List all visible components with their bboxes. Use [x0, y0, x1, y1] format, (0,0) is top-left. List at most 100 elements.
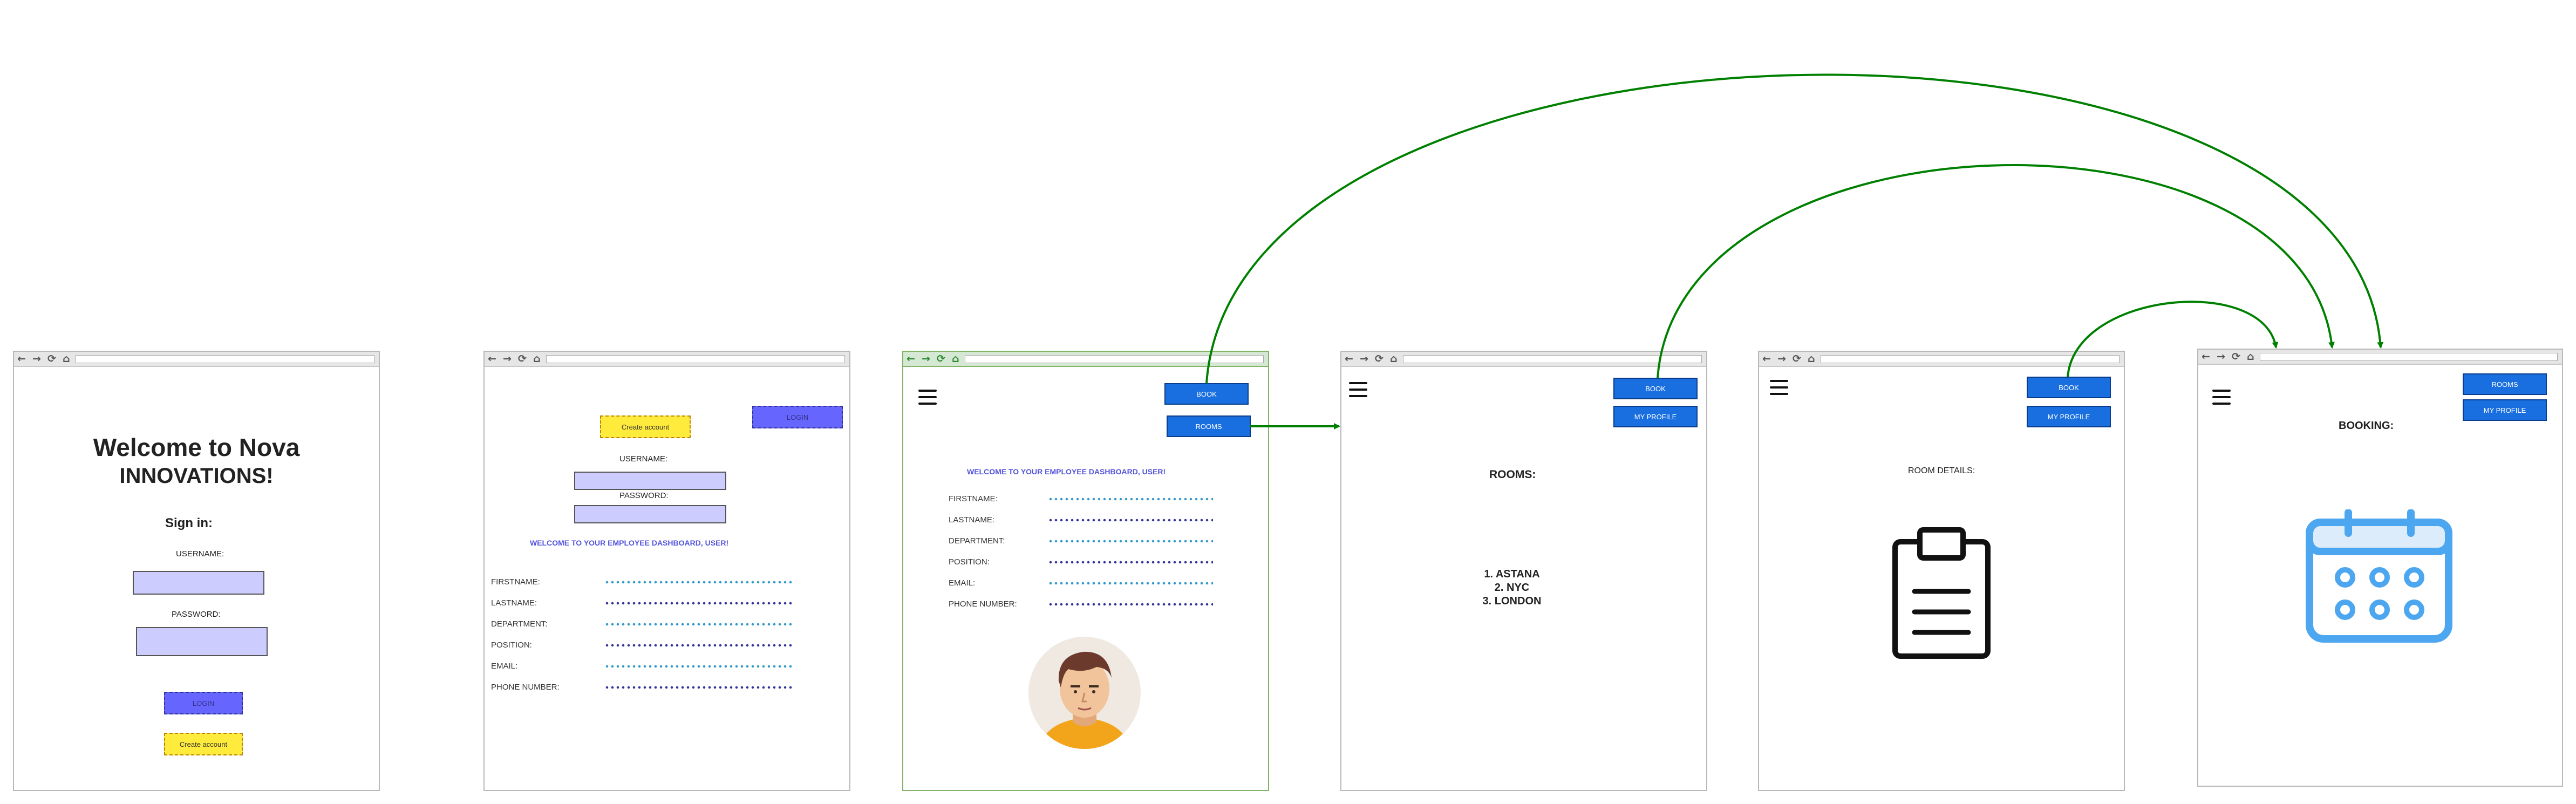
company-name: INNOVATIONS! [119, 464, 274, 488]
room-item[interactable]: 2. NYC [1494, 582, 1530, 594]
home-icon[interactable]: ⌂ [952, 353, 959, 365]
screen-register: ← → ⟳ ⌂ Create account LOGIN USERNAME: P… [483, 351, 850, 791]
rooms-heading: ROOMS: [1489, 468, 1536, 481]
room-item[interactable]: 3. LONDON [1482, 595, 1542, 607]
reload-icon[interactable]: ⟳ [1375, 353, 1384, 365]
home-icon[interactable]: ⌂ [63, 353, 70, 365]
field-label: PHONE NUMBER: [491, 683, 560, 692]
field-value-line [604, 686, 793, 689]
address-bar[interactable] [2260, 353, 2558, 361]
field-label: FIRSTNAME: [949, 494, 998, 503]
field-label: EMAIL: [949, 578, 976, 588]
user-avatar-icon [1028, 637, 1141, 749]
book-button[interactable]: BOOK [1164, 383, 1249, 405]
field-value-line [1048, 603, 1213, 606]
field-label: EMAIL: [491, 662, 518, 671]
field-value-line [604, 623, 793, 626]
book-button[interactable]: BOOK [1613, 378, 1698, 399]
my-profile-button[interactable]: MY PROFILE [2463, 399, 2547, 421]
field-label: LASTNAME: [491, 598, 537, 608]
forward-arrow-icon[interactable]: → [2217, 351, 2225, 363]
back-arrow-icon[interactable]: ← [488, 353, 496, 365]
connector-dashboard-book-to-booking [1205, 73, 2384, 384]
username-input[interactable] [133, 571, 264, 595]
field-label: LASTNAME: [949, 515, 995, 524]
forward-arrow-icon[interactable]: → [32, 353, 41, 365]
room-details-heading: ROOM DETAILS: [1908, 466, 1975, 475]
forward-arrow-icon[interactable]: → [1360, 353, 1368, 365]
field-value-line [1048, 519, 1213, 522]
reload-icon[interactable]: ⟳ [518, 353, 527, 365]
back-arrow-icon[interactable]: ← [1345, 353, 1353, 365]
username-label: USERNAME: [619, 454, 668, 464]
password-label: PASSWORD: [619, 491, 669, 500]
field-label: POSITION: [491, 641, 532, 650]
username-label: USERNAME: [176, 549, 224, 558]
address-bar[interactable] [1403, 355, 1702, 363]
room-item[interactable]: 1. ASTANA [1484, 568, 1540, 580]
password-label: PASSWORD: [172, 610, 221, 619]
back-arrow-icon[interactable]: ← [907, 353, 915, 365]
browser-toolbar: ← → ⟳ ⌂ [903, 352, 1268, 367]
field-label: DEPARTMENT: [949, 536, 1005, 546]
browser-toolbar: ← → ⟳ ⌂ [14, 352, 379, 367]
create-account-button[interactable]: Create account [164, 733, 243, 755]
field-value-line [1048, 540, 1213, 543]
login-button[interactable]: LOGIN [164, 692, 243, 714]
booking-heading: BOOKING: [2339, 420, 2394, 432]
address-bar[interactable] [1821, 355, 2120, 363]
username-input[interactable] [574, 472, 726, 490]
screen-login: ← → ⟳ ⌂ Welcome to Nova INNOVATIONS! Sig… [13, 351, 380, 791]
screen-dashboard: ← → ⟳ ⌂ BOOK ROOMS WELCOME TO YOUR EMPLO… [902, 351, 1269, 791]
browser-toolbar: ← → ⟳ ⌂ [2198, 350, 2562, 365]
hamburger-menu-icon[interactable] [1770, 380, 1788, 395]
rooms-button[interactable]: ROOMS [1167, 415, 1251, 437]
my-profile-button[interactable]: MY PROFILE [2027, 406, 2111, 427]
calendar-icon [2306, 509, 2452, 643]
browser-toolbar: ← → ⟳ ⌂ [485, 352, 849, 367]
my-profile-button[interactable]: MY PROFILE [1613, 406, 1698, 427]
password-input[interactable] [574, 505, 726, 523]
hamburger-menu-icon[interactable] [2212, 390, 2231, 405]
field-label: PHONE NUMBER: [949, 599, 1017, 609]
home-icon[interactable]: ⌂ [533, 353, 541, 365]
reload-icon[interactable]: ⟳ [2232, 351, 2240, 363]
forward-arrow-icon[interactable]: → [922, 353, 930, 365]
field-value-line [604, 581, 793, 584]
field-label: DEPARTMENT: [491, 619, 548, 629]
screen-room-details: ← → ⟳ ⌂ BOOK MY PROFILE ROOM DETAILS: [1758, 351, 2125, 791]
field-value-line [604, 602, 793, 605]
field-value-line [604, 665, 793, 668]
home-icon[interactable]: ⌂ [2247, 351, 2254, 363]
connector-roomdetails-book-to-booking [2067, 301, 2279, 377]
create-account-button[interactable]: Create account [600, 415, 691, 438]
address-bar[interactable] [965, 355, 1264, 363]
field-value-line [1048, 561, 1213, 564]
forward-arrow-icon[interactable]: → [503, 353, 512, 365]
browser-toolbar: ← → ⟳ ⌂ [1341, 352, 1706, 367]
connector-rooms-book-to-booking [1657, 164, 2335, 378]
field-value-line [1048, 498, 1213, 501]
address-bar[interactable] [546, 355, 845, 363]
hamburger-menu-icon[interactable] [1349, 382, 1367, 397]
password-input[interactable] [136, 627, 268, 656]
field-value-line [1048, 582, 1213, 585]
login-button[interactable]: LOGIN [752, 406, 843, 428]
book-button[interactable]: BOOK [2027, 377, 2111, 398]
field-label: FIRSTNAME: [491, 577, 540, 587]
hamburger-menu-icon[interactable] [918, 390, 937, 405]
forward-arrow-icon[interactable]: → [1777, 353, 1786, 365]
back-arrow-icon[interactable]: ← [1762, 353, 1771, 365]
reload-icon[interactable]: ⟳ [937, 353, 945, 365]
address-bar[interactable] [76, 355, 374, 363]
reload-icon[interactable]: ⟳ [47, 353, 56, 365]
home-icon[interactable]: ⌂ [1390, 353, 1398, 365]
screen-booking: ← → ⟳ ⌂ ROOMS MY PROFILE BOOKING: [2197, 349, 2563, 787]
home-icon[interactable]: ⌂ [1808, 353, 1815, 365]
rooms-button[interactable]: ROOMS [2463, 373, 2547, 395]
reload-icon[interactable]: ⟳ [1793, 353, 1801, 365]
back-arrow-icon[interactable]: ← [17, 353, 26, 365]
screen-rooms: ← → ⟳ ⌂ BOOK MY PROFILE ROOMS: 1. ASTANA… [1340, 351, 1707, 791]
back-arrow-icon[interactable]: ← [2202, 351, 2210, 363]
